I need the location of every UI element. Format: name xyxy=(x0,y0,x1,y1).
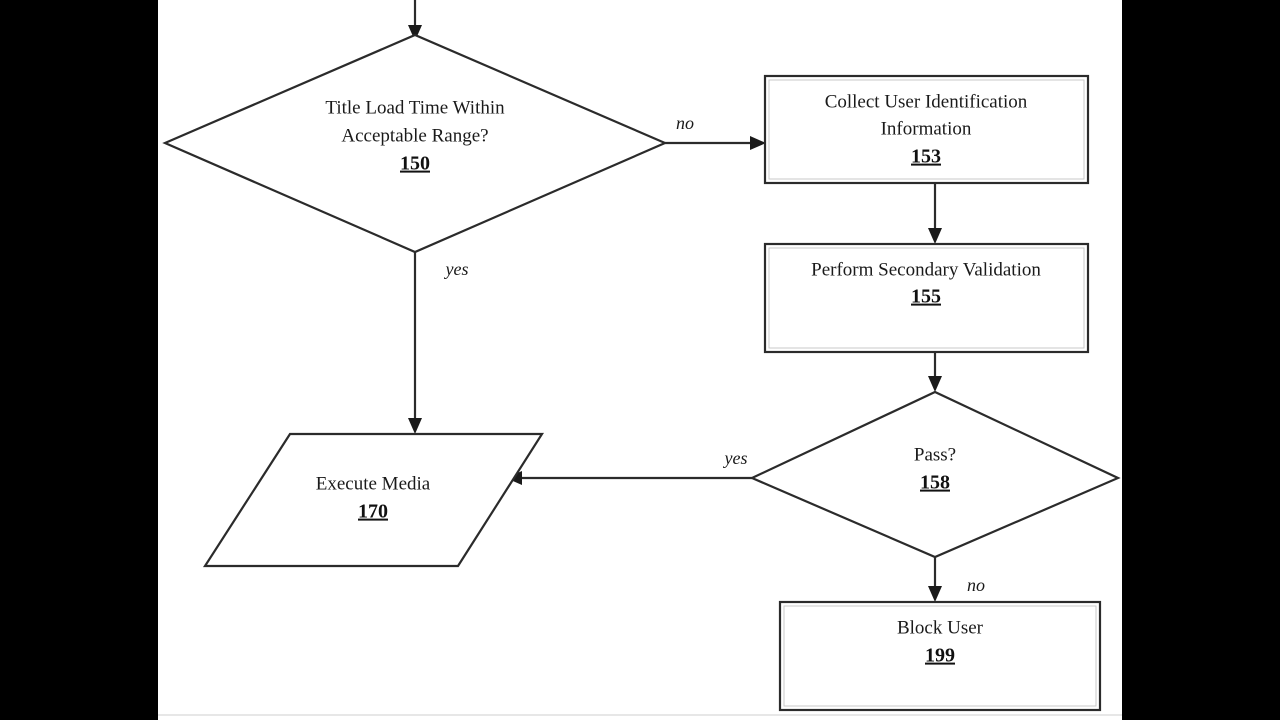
node-150-ref: 150 xyxy=(400,153,430,175)
node-155-line1: Perform Secondary Validation xyxy=(811,259,1041,280)
node-170-line1: Execute Media xyxy=(316,473,431,494)
edge-collect-153-to-validate-155 xyxy=(928,183,942,244)
node-158-line1: Pass? xyxy=(914,444,956,465)
letterbox-left xyxy=(0,0,158,720)
edge-pass-158-no: no xyxy=(928,557,985,602)
node-153-ref: 153 xyxy=(911,146,941,168)
node-io-execute-media[interactable]: Execute Media 170 xyxy=(202,432,545,568)
node-155-ref: 155 xyxy=(911,286,941,308)
node-150-line1: Title Load Time Within xyxy=(325,97,505,118)
node-199-line1: Block User xyxy=(897,617,984,638)
edge-label-no-158: no xyxy=(967,575,985,595)
node-170-ref: 170 xyxy=(358,501,388,523)
edge-label-no-150: no xyxy=(676,113,694,133)
node-150-line2: Acceptable Range? xyxy=(341,125,488,146)
edge-label-yes-150: yes xyxy=(444,259,469,279)
node-153-line1: Collect User Identification xyxy=(825,91,1028,112)
edge-label-yes-158: yes xyxy=(723,448,748,468)
edge-pass-158-yes: yes xyxy=(506,448,752,485)
node-153-line2: Information xyxy=(881,118,972,139)
node-process-block-user[interactable]: Block User 199 xyxy=(778,600,1102,712)
edge-decision-150-yes: yes xyxy=(408,252,468,434)
edge-entry-to-decision-150 xyxy=(408,0,422,41)
node-decision-title-load-time[interactable]: Title Load Time Within Acceptable Range?… xyxy=(162,33,668,254)
edge-validate-155-to-pass-158 xyxy=(928,352,942,392)
node-decision-pass[interactable]: Pass? 158 xyxy=(749,390,1121,559)
edge-decision-150-no: no xyxy=(665,113,766,150)
node-process-collect-user-identification[interactable]: Collect User Identification Information … xyxy=(763,74,1090,185)
node-process-perform-secondary-validation[interactable]: Perform Secondary Validation 155 xyxy=(763,242,1090,354)
flowchart-svg: no yes yes xyxy=(158,0,1122,716)
node-199-ref: 199 xyxy=(925,645,955,667)
letterbox-right xyxy=(1122,0,1280,720)
node-158-ref: 158 xyxy=(920,472,950,494)
diagram-canvas: no yes yes xyxy=(158,0,1122,720)
